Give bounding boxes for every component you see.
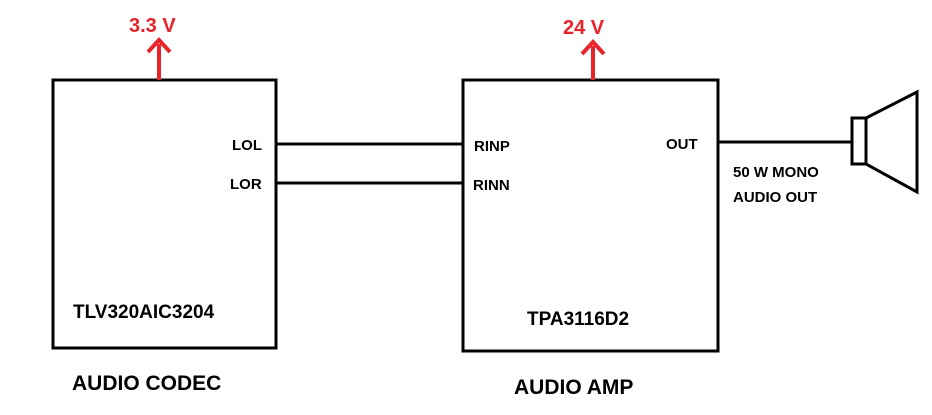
amp-pin-out: OUT (666, 136, 698, 153)
amp-block (461, 78, 720, 353)
speaker-icon (850, 89, 919, 195)
codec-pin-lor: LOR (230, 176, 262, 193)
amp-supply-arrow (580, 39, 606, 80)
codec-block (51, 78, 278, 350)
codec-part-number: TLV320AIC3204 (73, 302, 215, 323)
codec-block-label: AUDIO CODEC (72, 372, 221, 395)
amp-block-label: AUDIO AMP (514, 376, 633, 399)
codec-supply-voltage: 3.3 V (129, 15, 176, 37)
amp-pin-rinn: RINN (473, 177, 510, 194)
amp-pin-rinp: RINP (474, 138, 510, 155)
output-label-line1: 50 W MONO (733, 164, 819, 181)
codec-supply-arrow (146, 37, 172, 80)
codec-pin-lol: LOL (232, 137, 262, 154)
amp-part-number: TPA3116D2 (527, 309, 629, 330)
amp-supply-voltage: 24 V (563, 17, 605, 39)
output-label-line2: AUDIO OUT (733, 189, 817, 206)
